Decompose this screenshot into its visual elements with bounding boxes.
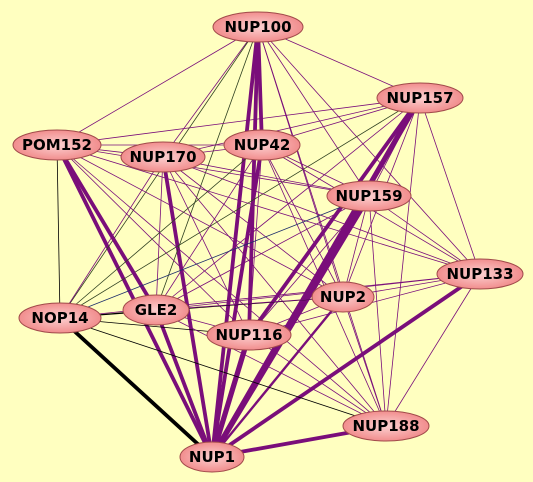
edge-nup159-gle2 [155,195,370,311]
edge-gle2-nup188 [155,309,387,427]
node-label: NUP100 [224,18,291,36]
edge-nup170-nup133 [162,156,481,275]
node-ellipse [436,258,524,290]
node-nup1[interactable]: NUP1 [179,441,245,473]
node-ellipse [223,129,301,161]
node-label: NOP14 [31,309,88,327]
node-ellipse [12,129,102,161]
edge-nup100-nup133 [257,26,481,275]
node-label: NUP133 [446,265,513,283]
edge-nup42-gle2 [155,144,263,311]
node-label: GLE2 [135,301,178,319]
node-ellipse [311,281,375,313]
node-label: NUP157 [386,89,453,107]
edge-pom152-nop14 [56,144,61,319]
edge-nup133-nup188 [385,273,481,427]
edge-nup100-nup116 [247,25,260,337]
node-label: NUP170 [129,148,196,166]
edge-pom152-nup2 [56,144,344,298]
node-nup170[interactable]: NUP170 [120,141,206,173]
edge-nup1-nup116 [209,332,252,460]
edge-nup157-pom152 [56,97,421,146]
node-nup42[interactable]: NUP42 [223,129,301,161]
edge-nup157-nop14 [59,97,421,319]
edge-nup157-nup133 [419,97,481,275]
edge-nup100-nup170 [162,26,259,158]
edge-nup159-nop14 [59,195,370,319]
node-ellipse [206,319,292,351]
node-label: POM152 [22,136,92,154]
node-ellipse [122,294,190,326]
edge-nup157-nup159 [368,97,421,197]
edge-nup157-nup188 [385,97,421,427]
node-label: NUP188 [352,417,419,435]
node-nup116[interactable]: NUP116 [206,319,292,351]
edge-nup1-nup159 [209,193,372,460]
node-label: NUP116 [215,326,282,344]
edge-nup159-nup2 [342,195,370,298]
node-nup100[interactable]: NUP100 [212,11,304,43]
node-nop14[interactable]: NOP14 [18,302,102,334]
edge-nup116-nup188 [248,334,387,427]
edge-pom152-nup133 [56,144,481,275]
edge-nup157-nup170 [162,97,421,158]
edge-nup170-nop14 [59,156,164,319]
edge-nup2-nup188 [342,296,387,427]
node-label: NUP42 [234,136,291,154]
edge-nup170-nup188 [162,156,387,427]
edge-nup42-nop14 [59,144,263,319]
edge-nup1-gle2 [154,308,214,459]
node-label: NUP1 [189,448,235,466]
edge-nup100-nop14 [59,26,259,319]
edge-nup100-nup188 [257,26,387,427]
node-nup188[interactable]: NUP188 [342,410,430,442]
edge-pom152-nup159 [56,144,370,197]
node-nup133[interactable]: NUP133 [436,258,524,290]
edge-nup42-nup2 [261,144,344,298]
edge-nup1-nop14 [58,316,214,459]
node-ellipse [342,410,430,442]
edge-nup1-nup100 [210,25,260,459]
node-ellipse [18,302,102,334]
node-nup159[interactable]: NUP159 [326,180,412,212]
edge-nup100-gle2 [155,26,259,311]
edge-nop14-nup188 [59,317,387,427]
node-label: NUP159 [335,187,402,205]
edge-nup1-nup133 [210,272,482,459]
edge-pom152-nup188 [56,144,387,427]
edge-nup1-nup2 [210,295,345,459]
edge-nup170-nup2 [162,156,344,298]
node-label: NUP2 [320,288,366,306]
node-ellipse [212,11,304,43]
node-ellipse [179,441,245,473]
edge-nup100-pom152 [56,26,259,146]
node-ellipse [376,82,464,114]
edge-pom152-gle2 [55,143,158,312]
node-nup2[interactable]: NUP2 [311,281,375,313]
node-pom152[interactable]: POM152 [12,129,102,161]
node-gle2[interactable]: GLE2 [122,294,190,326]
edge-nup159-nup188 [368,195,387,427]
node-ellipse [326,180,412,212]
node-ellipse [120,141,206,173]
node-nup157[interactable]: NUP157 [376,82,464,114]
edge-nup159-nup116 [248,195,370,336]
edge-nup170-gle2 [155,156,164,311]
